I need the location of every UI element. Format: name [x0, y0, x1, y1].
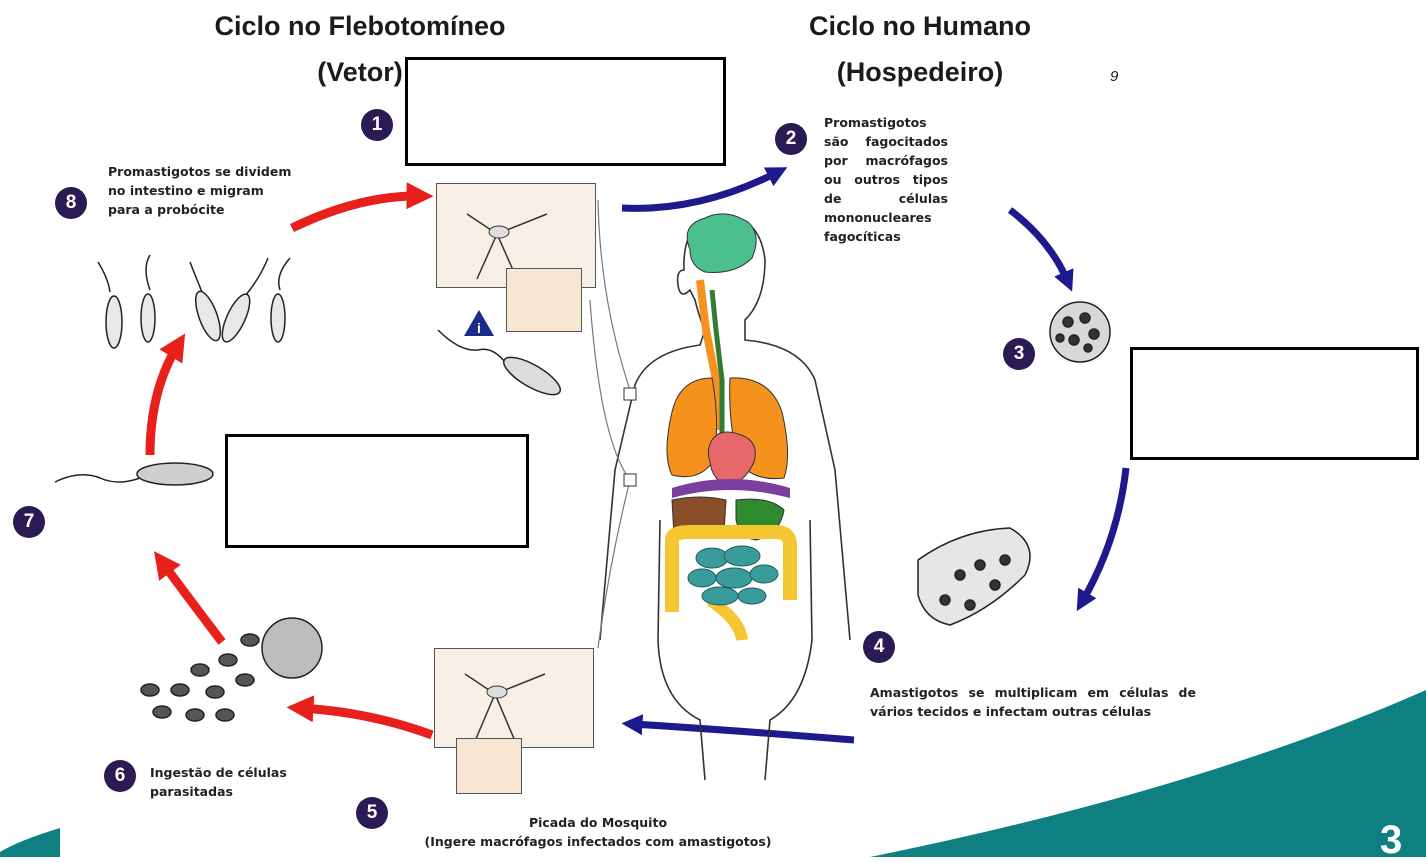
- blank-answer-box-3[interactable]: [1130, 347, 1419, 460]
- step5-caption-line1: Picada do Mosquito: [398, 813, 798, 832]
- macrophage-inset-panel: [456, 738, 522, 794]
- step6-caption: Ingestão de células parasitadas: [150, 763, 292, 801]
- blank-answer-box-1[interactable]: [405, 57, 726, 166]
- arrow-6-to-7: [162, 562, 222, 642]
- step-badge-6: 6: [104, 760, 136, 792]
- arrow-5-to-6: [300, 708, 432, 735]
- promastigote-near-panel: [438, 330, 565, 402]
- step-badge-5: 5: [356, 797, 388, 829]
- arrow-7-to-8: [150, 345, 178, 455]
- parasitized-cells: [141, 618, 322, 721]
- arrow-3-to-4: [1082, 468, 1126, 602]
- step2-caption: Promastigotos são fagocitados por macróf…: [824, 113, 948, 246]
- skin-marker-lower: [624, 474, 636, 486]
- blank-answer-box-7[interactable]: [225, 434, 529, 548]
- info-triangle-icon: i: [462, 308, 496, 338]
- skin-marker-upper: [624, 388, 636, 400]
- human-body-illustration: [600, 215, 850, 780]
- left-lung: [667, 378, 717, 477]
- step4-caption: Amastigotos se multiplicam em células de…: [870, 683, 1196, 721]
- step-badge-4: 4: [863, 631, 895, 663]
- arrow-1-to-2: [622, 172, 778, 208]
- brain-organ: [687, 214, 756, 273]
- sandfly-panel-step5: [434, 648, 594, 748]
- arrow-8-to-1: [292, 196, 420, 228]
- info-icon-label: i: [477, 320, 481, 336]
- arrow-2-to-3: [1010, 210, 1068, 282]
- step-badge-7: 7: [13, 506, 45, 538]
- promastigote-group: [98, 255, 290, 348]
- small-intestine: [688, 546, 778, 605]
- slide-number: 3: [1380, 818, 1402, 863]
- step-badge-2: 2: [775, 123, 807, 155]
- promastigote-inset-panel: [506, 268, 582, 332]
- step-badge-1: 1: [361, 109, 393, 141]
- arrow-4-to-5: [632, 724, 854, 740]
- infected-tissue-cell: [918, 528, 1030, 625]
- step5-caption-line2: (Ingere macrófagos infectados com amasti…: [398, 832, 798, 851]
- heart-organ: [708, 432, 755, 486]
- promastigote-step7: [55, 463, 213, 485]
- infected-macrophage: [1050, 302, 1110, 362]
- step8-caption: Promastigotos se dividem no intestino e …: [108, 162, 298, 219]
- step-badge-3: 3: [1003, 338, 1035, 370]
- step5-caption: Picada do Mosquito (Ingere macrófagos in…: [398, 813, 798, 851]
- rectum: [710, 600, 742, 640]
- sandfly-icon-2: [435, 649, 595, 749]
- step-badge-8: 8: [55, 187, 87, 219]
- diaphragm: [672, 479, 790, 498]
